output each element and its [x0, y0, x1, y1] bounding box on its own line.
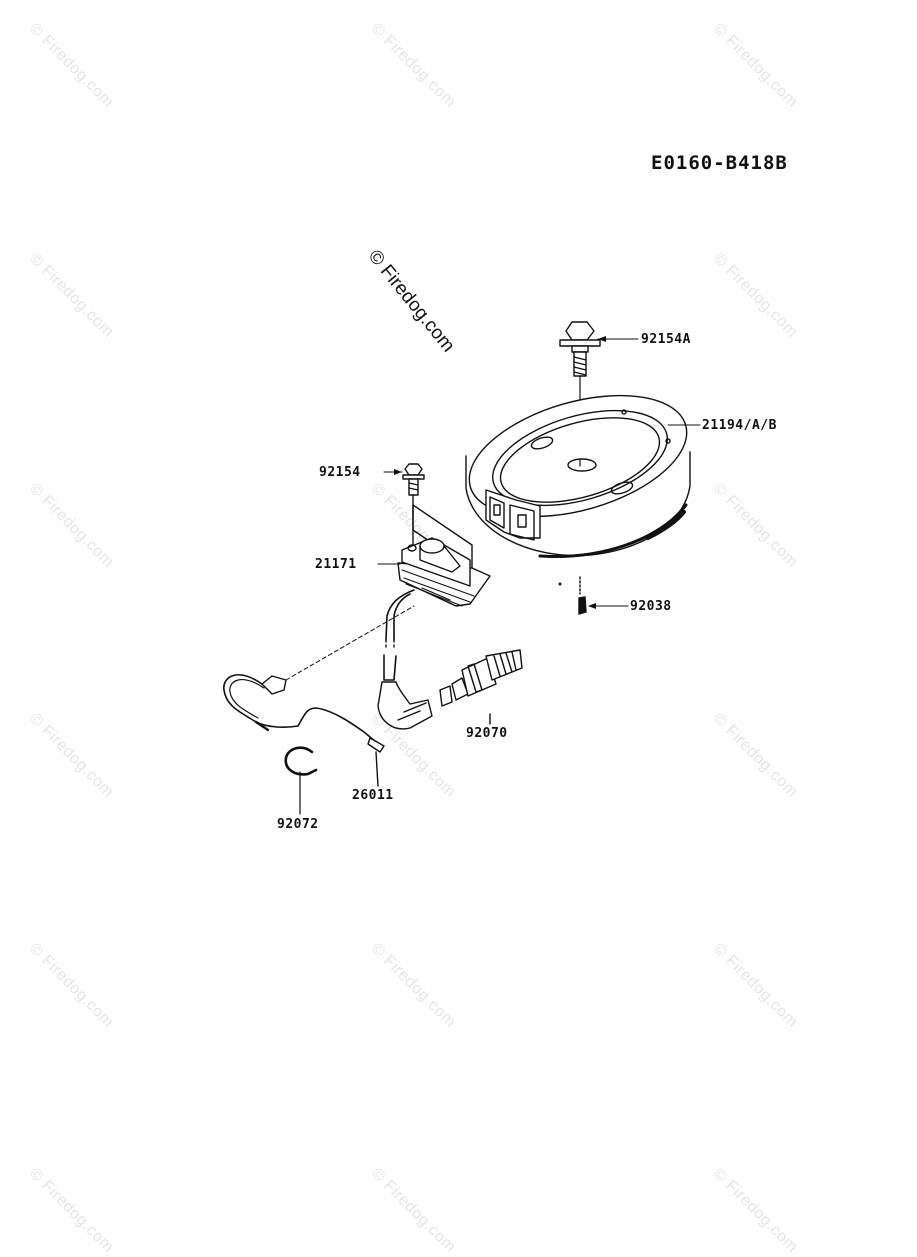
spark-plug-lead-drawing: [377, 589, 433, 730]
part-label-flywheel-bolt: 92154A: [641, 332, 691, 347]
ignition-coil-drawing: [397, 504, 491, 607]
flywheel-drawing: [465, 394, 691, 559]
leader-arrows: [394, 336, 606, 609]
part-label-clamp: 92072: [277, 817, 319, 832]
part-label-spark-plug: 92070: [466, 726, 508, 741]
stop-wire-drawing: [223, 605, 415, 787]
flywheel-bolt-drawing: [559, 321, 601, 461]
part-label-stop-wire: 26011: [352, 788, 394, 803]
parts-diagram: © Firedog.com © Firedog.com © Firedog.co…: [26, 20, 801, 1256]
part-label-key: 92038: [630, 599, 672, 614]
exploded-view-drawing: [223, 321, 701, 815]
spark-plug-drawing: [439, 649, 523, 725]
part-label-coil-bolt: 92154: [319, 465, 361, 480]
part-label-flywheel: 21194/A/B: [702, 418, 777, 433]
document-code: E0160-B418B: [651, 152, 788, 174]
clamp-drawing: [284, 746, 318, 815]
woodruff-key-drawing: [558, 576, 587, 615]
part-label-ignition-coil: 21171: [315, 557, 357, 572]
